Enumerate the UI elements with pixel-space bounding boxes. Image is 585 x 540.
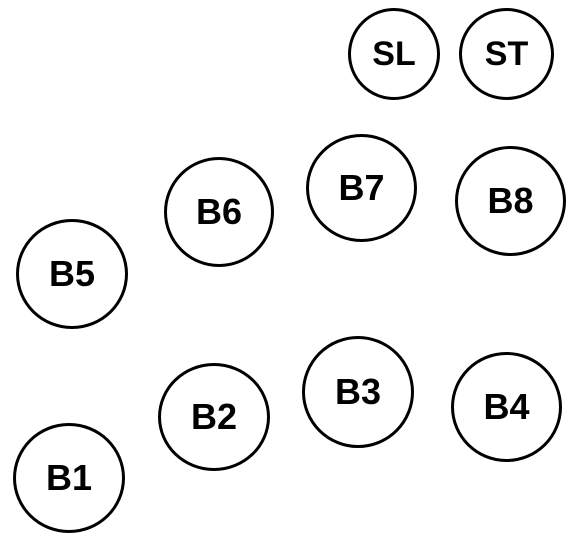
node-sl: SL <box>348 8 440 100</box>
node-st: ST <box>459 8 554 100</box>
node-st-label: ST <box>484 35 529 73</box>
node-b3-label: B3 <box>334 371 382 412</box>
node-b6: B6 <box>164 157 274 267</box>
node-b2-label: B2 <box>190 396 238 437</box>
node-b7: B7 <box>306 134 417 242</box>
node-b5: B5 <box>16 219 128 329</box>
node-b1-label: B1 <box>45 457 93 498</box>
node-b3: B3 <box>302 336 414 448</box>
node-b6-label: B6 <box>195 191 243 232</box>
node-b4: B4 <box>451 352 562 462</box>
node-b5-label: B5 <box>48 253 96 294</box>
node-sl-label: SL <box>372 35 416 73</box>
node-b1: B1 <box>13 423 125 533</box>
node-b8: B8 <box>455 146 566 256</box>
node-b8-label: B8 <box>487 180 534 221</box>
node-b7-label: B7 <box>338 167 385 208</box>
node-b4-label: B4 <box>483 386 530 427</box>
node-b2: B2 <box>158 363 270 471</box>
